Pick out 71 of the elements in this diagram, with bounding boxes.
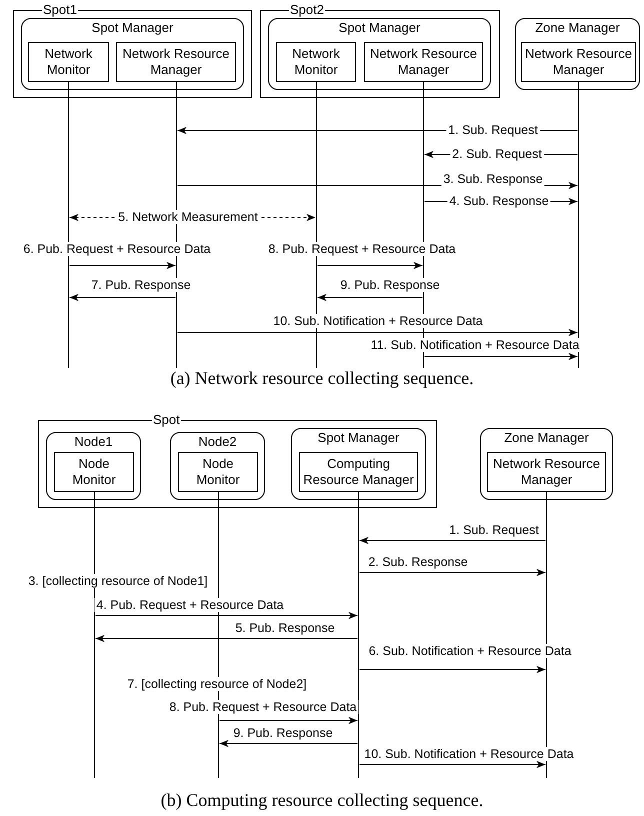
message-arrow: [424, 352, 578, 360]
component-box: [515, 18, 640, 90]
edge-label: 6. Sub. Notification + Resource Data: [366, 644, 574, 658]
message-arrow: [95, 634, 358, 642]
message-arrow: [95, 612, 358, 620]
process-box: Node Monitor: [54, 452, 134, 492]
group-title: Zone Manager: [503, 431, 590, 445]
message-arrow: [359, 666, 546, 674]
component-box: [170, 432, 265, 500]
component-box: [268, 18, 491, 90]
message-arrow: [359, 536, 546, 544]
component-box: [46, 432, 141, 500]
edge-label: 1. Sub. Request: [447, 523, 541, 537]
edge-label: 5. Pub. Response: [233, 621, 337, 635]
group-title: Node1: [73, 435, 114, 449]
edge-label: 8. Pub. Request + Resource Data: [167, 700, 359, 714]
edge-label: 9. Pub. Response: [338, 278, 442, 292]
edge-label: 4. Pub. Request + Resource Data: [94, 598, 286, 612]
process-box: Network Monitor: [276, 42, 356, 82]
lifeline: [316, 82, 317, 368]
lifeline: [358, 492, 359, 778]
group-title: Spot: [152, 413, 181, 427]
edge-label: 10. Sub. Notification + Resource Data: [271, 314, 485, 328]
edge-label: 2. Sub. Response: [366, 555, 470, 569]
process-box: Network Monitor: [28, 42, 109, 82]
lifeline: [578, 82, 579, 368]
edge-label: 1. Sub. Request: [446, 123, 540, 137]
process-box: Network Resource Manager: [364, 42, 483, 82]
process-box: Computing Resource Manager: [299, 452, 418, 492]
group-title: Spot2: [289, 3, 325, 17]
edge-label: 5. Network Measurement: [116, 210, 260, 224]
edge-label: 9. Pub. Response: [231, 726, 335, 740]
process-box: Node Monitor: [178, 452, 258, 492]
note: 3. [collecting resource of Node1]: [28, 574, 208, 588]
group-title: Spot Manager: [90, 21, 174, 35]
edge-label: 3. Sub. Response: [441, 172, 545, 186]
note: 7. [collecting resource of Node2]: [127, 677, 307, 691]
message-arrow: [317, 262, 423, 270]
group-title: Node2: [197, 435, 238, 449]
group-title: Spot Manager: [316, 431, 400, 445]
message-arrow: [69, 294, 176, 302]
component-box: [21, 18, 244, 90]
message-arrow: [359, 760, 546, 768]
caption: (a) Network resource collecting sequence.: [170, 367, 474, 389]
message-arrow: [219, 740, 358, 748]
group-title: Zone Manager: [534, 21, 621, 35]
edge-label: 7. Pub. Response: [89, 278, 193, 292]
message-arrow: [219, 716, 358, 724]
lifeline: [218, 492, 219, 778]
caption: (b) Computing resource collecting sequence.: [160, 789, 484, 811]
edge-label: 8. Pub. Request + Resource Data: [266, 242, 458, 256]
message-arrow: [359, 568, 546, 576]
message-arrow: [69, 262, 176, 270]
lifeline: [176, 82, 177, 368]
lifeline: [546, 492, 547, 778]
message-arrow: [177, 328, 578, 336]
process-box: Network Resource Manager: [116, 42, 236, 82]
process-box: Network Resource Manager: [487, 452, 606, 492]
component-box: [291, 428, 426, 500]
edge-label: 10. Sub. Notification + Resource Data: [362, 747, 576, 761]
group-title: Spot Manager: [338, 21, 422, 35]
lifeline: [68, 82, 69, 368]
edge-label: 4. Sub. Response: [447, 194, 551, 208]
edge-label: 2. Sub. Request: [450, 147, 544, 161]
edge-label: 11. Sub. Notification + Resource Data: [368, 338, 582, 352]
edge-label: 6. Pub. Request + Resource Data: [21, 242, 213, 256]
group-title: Spot1: [42, 3, 78, 17]
component-box: [480, 428, 613, 500]
process-box: Network Resource Manager: [521, 42, 636, 82]
lifeline: [94, 492, 95, 778]
message-arrow: [317, 294, 423, 302]
